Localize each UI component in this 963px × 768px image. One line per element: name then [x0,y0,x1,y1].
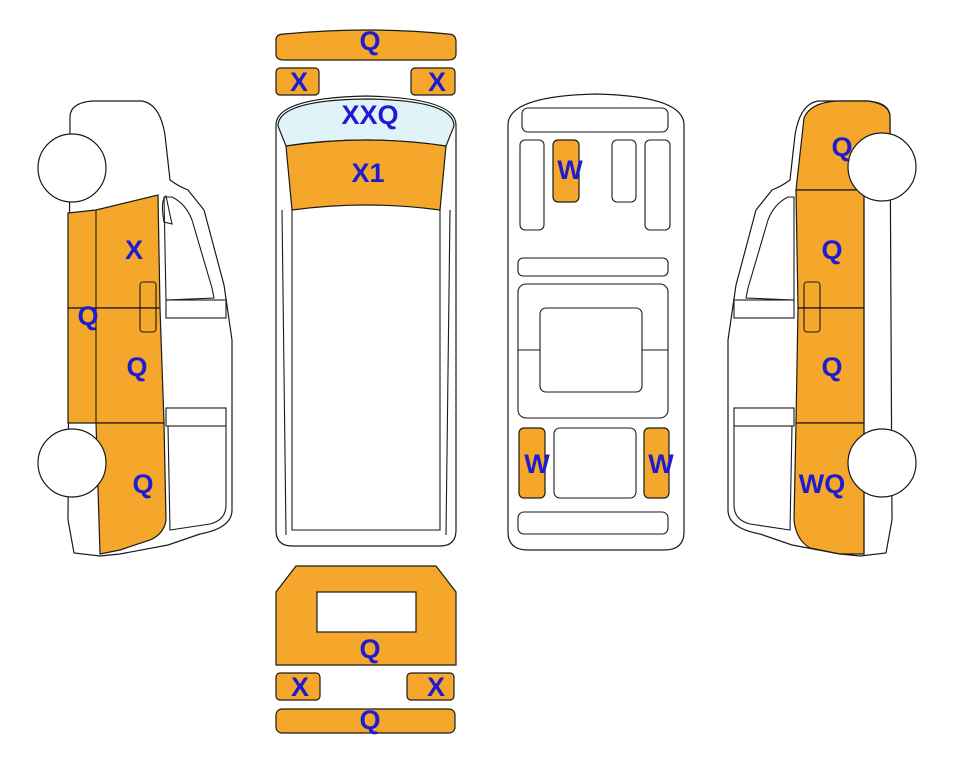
top-right-rail [445,209,451,536]
left-door-handle [139,281,157,333]
right-window-frame-1 [733,299,795,319]
front-corner-left-panel[interactable] [275,67,320,96]
top-view: Q X X XXQ X1 [275,26,457,547]
right-front-window [745,196,795,301]
label-right-upper: Q [821,235,842,265]
underside-body-outline [507,93,685,551]
right-front-wheel [847,132,917,202]
label-front-bumper: Q [359,26,380,56]
right-rear-wheel [847,428,917,498]
right-rear-panel[interactable] [793,422,865,555]
rear-corner-left-panel[interactable] [275,672,321,701]
label-left-upper-front: X [125,235,143,265]
label-front-corner-right: X [428,67,446,97]
underside-front-mid-member [611,139,637,203]
left-side-mirror [161,195,173,225]
rear-view: Q X X Q [275,565,457,735]
left-side-view: X Q Q Q [37,100,233,557]
label-right-middle: Q [821,352,842,382]
label-rear-bumper: Q [359,705,380,735]
underside-rear-rail [517,511,669,535]
underside-front-left-member [519,139,545,231]
left-front-window [163,196,215,301]
left-upper-front-panel[interactable] [67,194,161,309]
label-left-middle-outer: Q [77,301,98,331]
label-underside-rear-right: W [648,449,674,479]
label-right-top: Q [831,132,852,162]
underside-front-panel[interactable] [552,139,580,203]
underside-cross-member [517,257,669,277]
label-front-corner-left: X [290,67,308,97]
label-windshield: XXQ [341,100,398,130]
label-underside-rear-left: W [524,449,550,479]
label-left-middle-inner: Q [126,352,147,382]
right-side-view: Q Q Q WQ [727,100,917,557]
label-right-rear: WQ [799,469,846,499]
roof-panel [291,210,441,531]
left-window-frame-1 [165,299,227,319]
left-rear-window [167,425,227,531]
top-body-outline [275,95,457,547]
underside-rear-left-panel[interactable] [518,427,546,499]
label-rear-corner-right: X [427,672,445,702]
underside-view: W W W [507,93,685,551]
top-left-rail [281,209,287,536]
underside-rear-axle [553,427,637,499]
rear-corner-right-panel[interactable] [406,672,455,701]
rear-bumper-panel[interactable] [275,708,456,734]
rear-window [316,591,417,633]
label-left-rear: Q [132,469,153,499]
underside-front-right-member [644,139,671,231]
right-door-handle [803,281,821,333]
label-rear-corner-left: X [291,672,309,702]
right-rear-window [733,425,793,531]
front-bumper-panel[interactable] [275,29,457,61]
label-hood: X1 [351,158,384,188]
underside-front-rail [521,107,669,133]
label-tailgate: Q [359,634,380,664]
front-corner-right-panel[interactable] [410,67,456,96]
left-rear-panel[interactable] [95,422,167,555]
left-front-wheel [37,133,107,203]
label-underside-front: W [557,155,583,185]
underside-center-frame [517,283,669,419]
left-rear-wheel [37,428,107,498]
underside-rear-right-panel[interactable] [643,427,670,499]
